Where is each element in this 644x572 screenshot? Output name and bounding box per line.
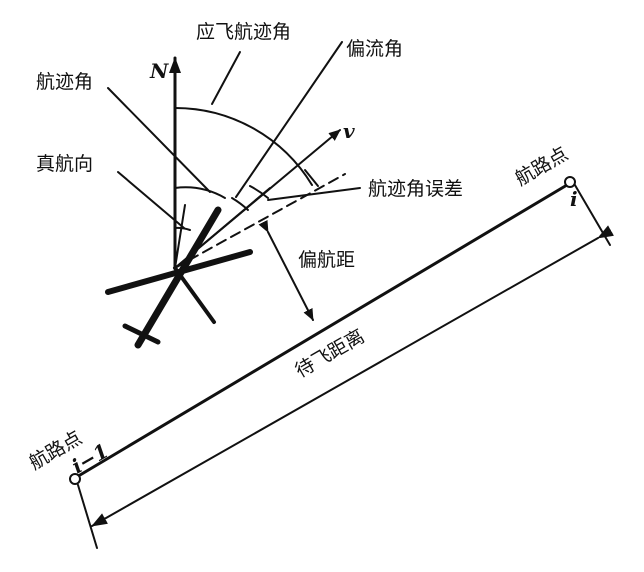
waypoint-prev-tick [77, 484, 98, 549]
track-direction-dashed [174, 173, 346, 269]
label-cross-track-distance: 偏航距 [298, 249, 355, 271]
label-index-next: i [570, 187, 578, 211]
label-velocity: v [343, 119, 355, 143]
waypoint-next-marker [564, 176, 576, 188]
true-heading-line [174, 204, 186, 269]
required-track-angle-arc [174, 106, 313, 186]
track-angle-arc [174, 186, 226, 199]
label-waypoint-next: 航路点 [512, 143, 572, 191]
label-distance-to-go: 待飞距离 [292, 325, 369, 382]
label-drift-angle: 偏流角 [346, 38, 403, 60]
drift-angle-arc [231, 197, 249, 211]
leader-track-angle [107, 87, 211, 193]
leader-track-angle-error [267, 187, 361, 201]
waypoint-next-tick [571, 179, 611, 246]
true-heading-arc [174, 226, 191, 231]
velocity-arc-segment [304, 169, 319, 187]
leader-drift-angle [235, 41, 343, 198]
label-track-angle-error: 航迹角误差 [368, 178, 463, 200]
label-true-heading: 真航向 [36, 153, 93, 175]
track-angle-error-arc [249, 185, 269, 199]
label-north: N [149, 59, 169, 83]
label-track-angle: 航迹角 [36, 71, 93, 93]
leader-true-heading [117, 171, 185, 229]
distance-to-go-arrow [91, 225, 615, 527]
label-required-track-angle: 应飞航迹角 [196, 21, 291, 43]
leader-required-track-angle [211, 51, 241, 105]
waypoint-prev-marker [69, 473, 81, 485]
cross-track-distance-arrow [258, 219, 314, 321]
aircraft-icon [105, 206, 253, 349]
